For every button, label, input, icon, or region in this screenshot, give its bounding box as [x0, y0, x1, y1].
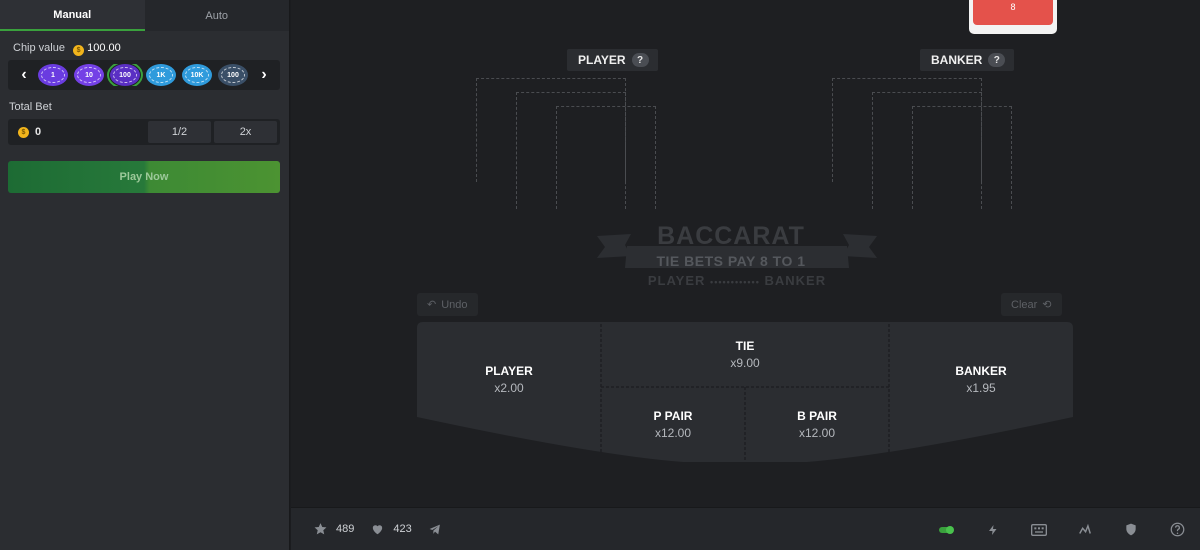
bet-b-pair-mult: x12.00 [798, 426, 836, 440]
banker-card-slot [912, 106, 1012, 209]
baccarat-logo: BACCARAT TIE BETS PAY 8 TO 1 PLAYER ••••… [587, 218, 905, 292]
shield-icon [1126, 523, 1136, 536]
logo-title: BACCARAT [657, 222, 805, 250]
player-tag-label: PLAYER [578, 53, 626, 67]
favorite-count: 489 [336, 523, 355, 535]
help-button[interactable] [1154, 508, 1200, 550]
chip-list: 1 10 100 1K 10K 100 [36, 64, 252, 86]
chip-label: 10K [190, 71, 204, 79]
toggle-icon [939, 525, 954, 534]
total-bet-value[interactable]: $ 0 [8, 126, 148, 138]
chart-line-icon [1079, 523, 1091, 534]
dealt-card: 8 [969, 0, 1057, 34]
chip-label: 1K [156, 71, 166, 79]
chip-selector: ‹ 1 10 100 1K 10K 100 › [8, 60, 280, 90]
bet-b-pair[interactable]: B PAIR x12.00 [745, 387, 889, 462]
lightning-icon [989, 524, 997, 535]
help-icon[interactable]: ? [631, 53, 649, 67]
coin-icon: $ [18, 126, 29, 138]
total-bet-label: Total Bet [9, 101, 52, 113]
bet-player-name: PLAYER [485, 364, 533, 378]
chevron-right-icon[interactable]: › [261, 66, 267, 83]
bet-tie-name: TIE [735, 339, 755, 353]
favorite-button[interactable]: 489 [313, 522, 354, 536]
play-now-button[interactable]: Play Now [8, 161, 280, 193]
tab-manual[interactable]: Manual [0, 0, 145, 31]
chip-100[interactable]: 100 [107, 64, 143, 86]
bet-p-pair-mult: x12.00 [654, 426, 692, 440]
mode-tabs: Manual Auto [0, 0, 289, 31]
bet-b-pair-name: B PAIR [797, 409, 837, 423]
hotkeys-button[interactable] [1016, 508, 1062, 550]
card-face: 8 [973, 0, 1053, 25]
bet-player[interactable]: PLAYER x2.00 [417, 322, 601, 437]
banker-tag-label: BANKER [931, 53, 983, 67]
chip-1[interactable]: 1 [38, 64, 68, 86]
logo-banner: TIE BETS PAY 8 TO 1 [656, 253, 806, 269]
bet-tie[interactable]: TIE x9.00 [601, 322, 889, 387]
sound-toggle[interactable] [924, 508, 970, 550]
total-bet-field: $ 0 1/2 2x [8, 119, 280, 145]
chip-label: 100 [119, 71, 131, 79]
coin-icon: $ [73, 45, 85, 56]
game-footer: 489 423 [291, 507, 1200, 550]
chevron-left-icon[interactable]: ‹ [21, 66, 27, 83]
bet-area: PLAYER x2.00 TIE x9.00 BANKER x1.95 P PA… [417, 322, 1073, 462]
bet-area-shape [417, 322, 1073, 462]
chip-label: 10 [85, 71, 93, 79]
bet-tie-mult: x9.00 [730, 356, 760, 370]
clear-button[interactable]: Clear ⟲ [1001, 293, 1062, 316]
baccarat-table: 8 PLAYER ? BANKER ? BACCARAT TIE BETS PA… [291, 0, 1200, 507]
player-tag: PLAYER ? [567, 49, 658, 71]
bet-player-mult: x2.00 [494, 381, 524, 395]
chip-100k[interactable]: 100 [218, 64, 248, 86]
chip-value-label: Chip value [13, 42, 65, 54]
player-card-slot [556, 106, 656, 209]
bet-p-pair-name: P PAIR [653, 409, 693, 423]
chip-10k[interactable]: 10K [182, 64, 212, 86]
star-icon [314, 523, 327, 535]
logo-ribbon [597, 234, 877, 268]
fairness-button[interactable] [1108, 508, 1154, 550]
banker-card-slot [872, 92, 982, 209]
bet-banker-name: BANKER [955, 364, 1007, 378]
undo-icon: ↶ [427, 299, 437, 311]
chip-label: 1 [51, 71, 55, 79]
undo-label: Undo [441, 298, 468, 311]
chip-1k[interactable]: 1K [146, 64, 176, 86]
footer-tools [924, 508, 1200, 550]
logo-player-banker: PLAYER •••••••••••• BANKER [607, 273, 867, 288]
half-bet-button[interactable]: 1/2 [148, 121, 211, 143]
chip-10[interactable]: 10 [74, 64, 104, 86]
bet-banker-mult: x1.95 [966, 381, 996, 395]
clear-label: Clear [1011, 298, 1038, 311]
tab-auto[interactable]: Auto [144, 0, 289, 31]
turbo-button[interactable] [970, 508, 1016, 550]
telegram-icon [429, 524, 440, 534]
logo-banker: BANKER [764, 273, 827, 288]
bet-banker[interactable]: BANKER x1.95 [889, 322, 1073, 437]
like-count: 423 [393, 523, 412, 535]
total-bet-amount: 0 [35, 126, 42, 138]
share-button[interactable] [428, 523, 442, 536]
chip-value-amount: 100.00 [87, 42, 121, 54]
double-bet-button[interactable]: 2x [214, 121, 277, 143]
logo-player: PLAYER [647, 273, 706, 288]
bet-sidebar: Manual Auto Chip value $ 100.00 ‹ 1 10 1… [0, 0, 290, 550]
heart-icon [373, 525, 383, 535]
bet-p-pair[interactable]: P PAIR x12.00 [601, 387, 745, 462]
help-icon[interactable]: ? [988, 53, 1006, 67]
player-card-slot [516, 92, 626, 209]
chip-label: 100 [227, 71, 239, 79]
stats-button[interactable] [1062, 508, 1108, 550]
refresh-icon: ⟲ [1042, 299, 1052, 311]
keyboard-icon [1031, 523, 1047, 536]
banker-tag: BANKER ? [920, 49, 1015, 71]
question-icon [1170, 522, 1184, 537]
like-button[interactable]: 423 [370, 522, 412, 536]
logo-dots: •••••••••••• [710, 277, 760, 287]
undo-button[interactable]: ↶ Undo [417, 293, 478, 316]
chip-value-row: Chip value $ 100.00 [13, 42, 121, 56]
